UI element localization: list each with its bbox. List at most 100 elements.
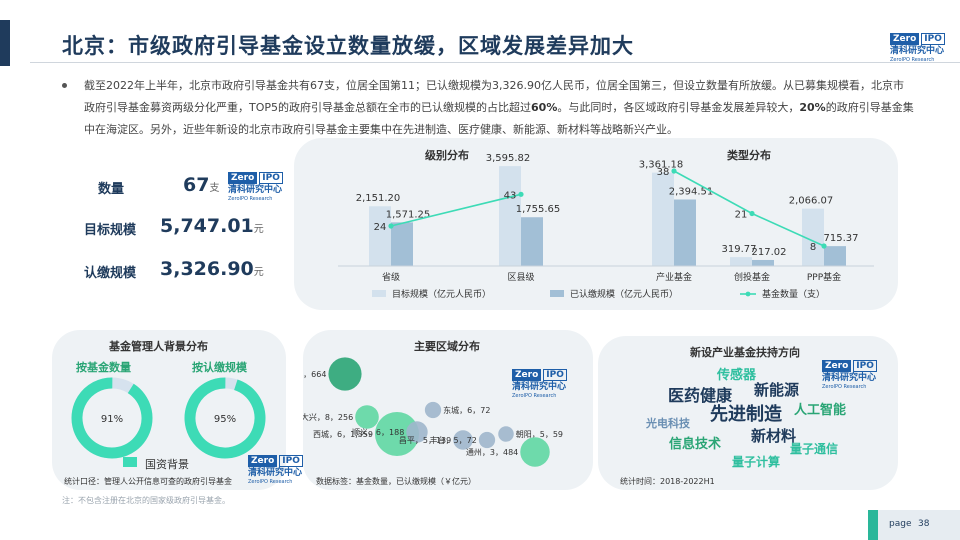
kpi-count-value: 67支 (183, 174, 220, 196)
region-bubble (453, 430, 473, 450)
bar-subscribed (674, 199, 696, 266)
region-bubble (520, 437, 550, 467)
category-label: 省级 (382, 271, 400, 283)
legend-swatch-subscribed (550, 290, 564, 297)
donut-legend-swatch (123, 457, 137, 467)
bar-target (499, 166, 521, 266)
count-line (390, 193, 522, 227)
category-label: 产业基金 (656, 271, 692, 283)
region-label: 西城，6，1,359 (313, 430, 373, 439)
region-bubble (424, 401, 442, 419)
category-label: PPP基金 (807, 271, 841, 283)
count-label: 8 (810, 242, 816, 253)
donut-slice (184, 377, 266, 459)
manager-panel-title: 基金管理人背景分布 (109, 340, 208, 353)
title-divider (30, 62, 960, 63)
count-label: 38 (657, 167, 670, 178)
bar-target (802, 208, 824, 266)
region-label: 东城，6，72 (443, 405, 490, 415)
region-label: 顺义，6，188 (352, 428, 404, 437)
label-target: 3,595.82 (486, 153, 531, 164)
bar-subscribed (824, 246, 846, 266)
level-chart-title: 级别分布 (425, 149, 469, 162)
word-ai: 人工智能 (794, 403, 847, 418)
bar-chart: 2,151.20 1,571.25 省级 3,595.82 1,755.65 区县级 3,3… (338, 153, 874, 300)
page-number: 38 (918, 519, 930, 529)
count-point (671, 168, 677, 174)
legend-swatch-target (372, 290, 386, 297)
word-healthcare: 医药健康 (668, 386, 733, 405)
bubble-chart: 海淀，14，664大兴，8，256西城，6，1,359顺义，6，188东城，6，… (303, 357, 563, 467)
label-target: 319.77 (722, 244, 757, 255)
page-accent (868, 510, 878, 540)
legend-point-count (745, 291, 751, 297)
donut1-title: 按基金数量 (76, 361, 131, 374)
donut-center-label: 91% (101, 414, 123, 425)
label-subscribed: 1,755.65 (516, 204, 561, 215)
kpi-target-label: 目标规模 (84, 223, 137, 238)
label-subscribed: 217.02 (752, 247, 787, 258)
region-bubble (328, 357, 362, 391)
count-point (749, 210, 755, 217)
count-label: 24 (374, 222, 387, 233)
legend-label-count: 基金数量（支） (762, 288, 825, 300)
word-sensor: 传感器 (717, 368, 757, 383)
region-note: 数据标签：基金数量，已认缴规模（￥亿元） (316, 477, 476, 486)
donut-chart: 91%95% (71, 377, 266, 467)
count-label: 21 (735, 210, 748, 221)
region-label: 海淀，14，664 (303, 369, 326, 379)
label-subscribed: 2,394.51 (669, 186, 714, 197)
region-label: 通州，3，484 (466, 447, 518, 457)
region-bubble (375, 412, 419, 456)
bar-target (369, 206, 391, 266)
kpi-target-value: 5,747.01元 (160, 215, 264, 237)
word-new-materials: 新材料 (751, 427, 797, 445)
bar-target (652, 172, 674, 266)
bar-subscribed (391, 222, 413, 266)
region-label: 朝阳，5，59 (516, 430, 563, 439)
page-label: page (889, 519, 912, 529)
donut-legend-label: 国资背景 (145, 458, 189, 471)
word-advanced-manufacturing: 先进制造 (710, 404, 782, 425)
count-point (518, 191, 524, 197)
bar-subscribed (521, 217, 543, 266)
legend-label-subscribed: 已认缴规模（亿元人民币） (570, 288, 678, 300)
count-point (821, 243, 827, 249)
region-bubble (355, 405, 379, 429)
label-target: 2,151.20 (356, 193, 401, 204)
footnote: 注：不包含注册在北京的国家级政府引导基金。 (62, 496, 230, 505)
region-panel-title: 主要区域分布 (414, 340, 480, 353)
region-bubble (478, 431, 496, 449)
count-point (388, 223, 394, 229)
region-bubble (406, 421, 428, 443)
label-subscribed: 1,571.25 (386, 209, 431, 220)
legend-label-target: 目标规模（亿元人民币） (392, 288, 491, 300)
label-target: 3,361.18 (639, 160, 684, 171)
category-label: 创投基金 (734, 271, 770, 283)
label-subscribed: 715.37 (824, 233, 859, 244)
bar-target (730, 257, 752, 266)
word-quantum-compute: 量子计算 (732, 455, 781, 469)
word-it: 信息技术 (669, 437, 722, 452)
region-panel (303, 330, 593, 490)
manager-note: 统计口径：管理人公开信息可查的政府引导基金 (64, 477, 232, 486)
label-target: 2,066.07 (789, 196, 834, 207)
count-line (673, 170, 825, 247)
page-title: 北京：市级政府引导基金设立数量放缓，区域发展差异加大 (62, 34, 634, 58)
region-label: 丰台，5，72 (430, 435, 477, 445)
category-label: 区县级 (507, 271, 534, 283)
donut2-title: 按认缴规模 (192, 361, 247, 374)
word-optoelectronic: 光电科技 (646, 417, 690, 430)
title-accent-bar (0, 20, 10, 66)
summary-paragraph: 截至2022年上半年，北京市政府引导基金共有67支，位居全国第11；已认缴规模为… (84, 79, 914, 136)
word-quantum-comm: 量子通信 (790, 442, 839, 456)
word-new-energy: 新能源 (754, 381, 800, 399)
type-chart-title: 类型分布 (727, 149, 771, 162)
bullet-dot (62, 83, 67, 88)
count-label: 43 (504, 190, 517, 201)
region-bubble (498, 426, 514, 442)
